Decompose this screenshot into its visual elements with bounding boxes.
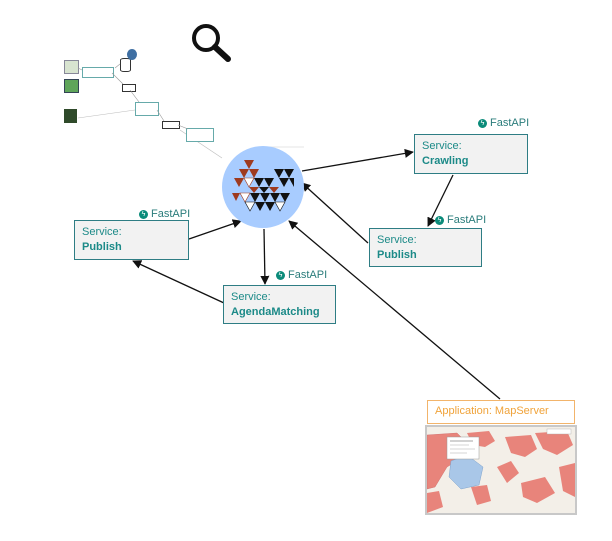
application-label: Application: MapServer [435,405,549,417]
message-broker-logo [222,146,304,228]
mini-node-3 [135,102,159,116]
service-crawling[interactable]: Service: Crawling [414,134,528,174]
arrow-publish-right-to-hub [301,182,369,244]
service-publish-right[interactable]: Service: Publish [369,228,482,267]
mini-icon-image [64,79,79,93]
postgres-elephant-icon [127,49,137,60]
fastapi-label-agenda: ϟ FastAPI [276,269,327,281]
service-prefix: Service: [231,291,271,303]
mini-icon-app [64,60,79,74]
service-name: Publish [377,249,417,261]
service-name: AgendaMatching [231,306,320,318]
mini-icon-doc [64,109,77,123]
fastapi-logo-icon: ϟ [139,209,148,219]
service-agenda-matching[interactable]: Service: AgendaMatching [223,285,336,324]
application-mapserver[interactable]: Application: MapServer [427,400,575,424]
fastapi-logo-icon: ϟ [276,270,285,280]
search-icon [190,22,232,62]
fastapi-label-publish-right: ϟ FastAPI [435,214,486,226]
mini-node-4 [162,121,180,129]
mini-node-1 [82,67,114,78]
mini-node-5 [186,128,214,142]
mini-node-2 [122,84,136,92]
map-thumbnail[interactable] [425,425,577,515]
arrow-mapserver-to-hub [288,220,501,400]
arrow-publish-left-to-hub [188,219,242,240]
service-prefix: Service: [82,226,122,238]
service-prefix: Service: [377,234,417,246]
fastapi-logo-icon: ϟ [435,215,444,225]
arrow-hub-to-agenda [260,228,270,285]
database-icon [120,58,131,72]
service-prefix: Service: [422,140,462,152]
fastapi-label-publish-left: ϟ FastAPI [139,208,190,220]
arrow-hub-to-crawling [301,148,414,172]
arrow-crawling-to-publish [427,174,454,227]
service-publish-left[interactable]: Service: Publish [74,220,189,260]
fastapi-logo-icon: ϟ [478,118,487,128]
fastapi-label-crawling: ϟ FastAPI [478,117,529,129]
arrow-agenda-to-publish-left [132,260,225,304]
service-name: Publish [82,241,122,253]
mini-diagram [60,46,225,156]
service-name: Crawling [422,155,469,167]
